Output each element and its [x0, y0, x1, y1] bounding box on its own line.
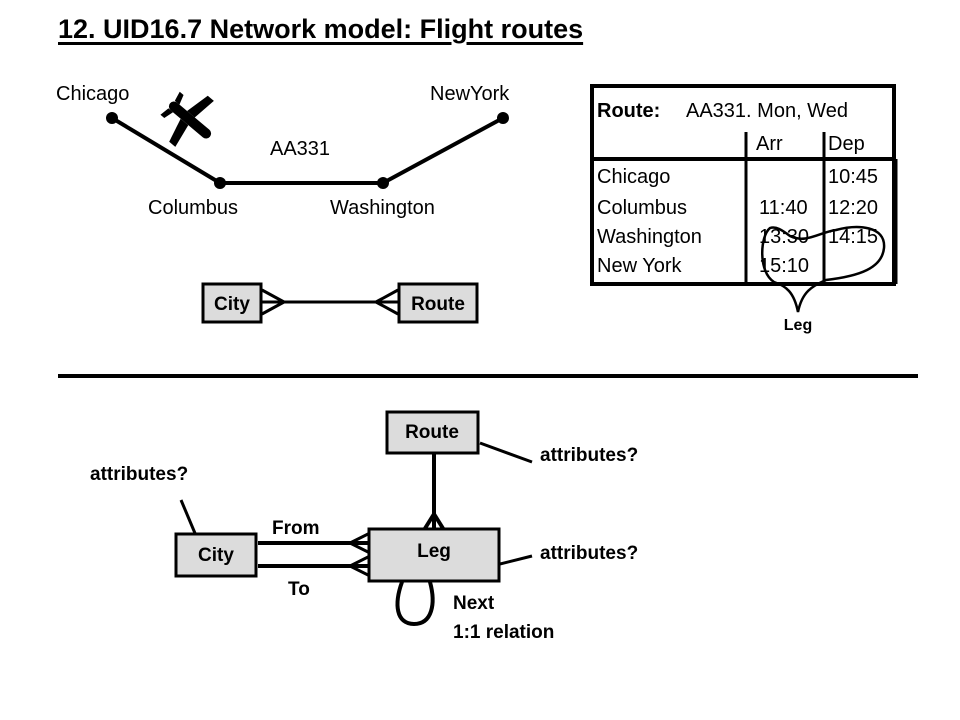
route-label: AA331 — [270, 138, 330, 160]
entity-route-label: Route — [405, 422, 459, 443]
table-row-dep: 14:15 — [828, 226, 878, 248]
er-top: City Route — [201, 282, 479, 324]
leg-callout — [761, 225, 886, 313]
table-row-dep: 10:45 — [828, 166, 878, 188]
route-map: Chicago NewYork Columbus Washington AA33… — [56, 83, 510, 219]
col-arr-header: Arr — [756, 133, 783, 155]
entity-city — [174, 532, 258, 578]
city-label-newyork: NewYork — [430, 83, 510, 105]
schedule-route-text: AA331. Mon, Wed — [686, 100, 848, 122]
table-row-arr: 13:30 — [759, 226, 809, 248]
next-self-loop — [395, 581, 435, 627]
table-row-city: Columbus — [597, 197, 687, 219]
table-row-arr: 15:10 — [759, 255, 809, 277]
chicago-node — [106, 112, 118, 124]
route-attributes-label: attributes? — [540, 445, 638, 466]
schedule-heading: Route: — [597, 100, 660, 122]
schedule-table: Route: AA331. Mon, Wed Arr Dep Chicago 1… — [590, 84, 898, 334]
er-bottom: Route City Leg From To Next 1:1 relation… — [90, 410, 638, 643]
newyork-node — [497, 112, 509, 124]
relation-from-label: From — [272, 518, 320, 539]
relation-next-cardinality: 1:1 relation — [453, 622, 554, 643]
washington-node — [377, 177, 389, 189]
col-dep-header: Dep — [828, 133, 865, 155]
entity-route — [385, 410, 480, 455]
leg-attributes-label: attributes? — [540, 543, 638, 564]
entity-city-top-label: City — [214, 294, 250, 315]
entity-city-label: City — [198, 545, 234, 566]
entity-leg — [367, 527, 501, 583]
entity-leg-label: Leg — [417, 541, 451, 562]
columbus-node — [214, 177, 226, 189]
table-row-dep: 12:20 — [828, 197, 878, 219]
relation-next-label: Next — [453, 593, 495, 614]
table-row-city: Chicago — [597, 166, 670, 188]
city-label-washington: Washington — [330, 197, 435, 219]
table-row-arr: 11:40 — [759, 197, 808, 219]
city-label-columbus: Columbus — [148, 197, 238, 219]
relation-to-label: To — [288, 579, 310, 600]
page-title: 12. UID16.7 Network model: Flight routes — [58, 14, 584, 44]
table-row-city: New York — [597, 255, 682, 277]
entity-route-top — [397, 282, 479, 324]
city-label-chicago: Chicago — [56, 83, 129, 105]
leg-label: Leg — [784, 317, 812, 334]
table-row-city: Washington — [597, 226, 702, 248]
airplane-icon — [160, 91, 214, 147]
entity-route-top-label: Route — [411, 294, 465, 315]
entity-city-top — [201, 282, 263, 324]
city-attributes-label: attributes? — [90, 464, 188, 485]
